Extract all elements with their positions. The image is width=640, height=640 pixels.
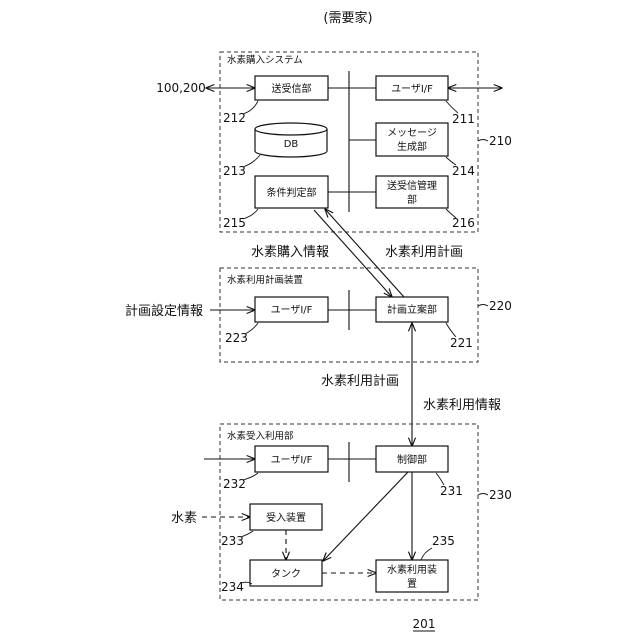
ref-231: 231	[440, 484, 463, 498]
flow-usage-plan-label-lower: 水素利用計画	[321, 373, 399, 389]
db-label: DB	[284, 139, 299, 150]
condition-label: 条件判定部	[267, 186, 317, 199]
message-gen-label-line1: メッセージ	[387, 127, 437, 139]
leader-214	[446, 157, 456, 165]
leader-230	[478, 494, 488, 496]
ref-211: 211	[452, 112, 475, 126]
figure-ref: 201	[413, 617, 436, 631]
tank-label: タンク	[271, 568, 301, 580]
ref-234: 234	[221, 580, 244, 594]
transceiver-label: 送受信部	[272, 82, 312, 95]
receive-user-if-label: ユーザI/F	[271, 454, 313, 466]
ref-223: 223	[225, 331, 248, 345]
receive-unit-title: 水素受入利用部	[227, 430, 294, 442]
control-tank-arrow	[323, 472, 408, 561]
ref-215: 215	[223, 216, 246, 230]
tx-mgmt-label-line2: 部	[407, 193, 417, 206]
ref-214: 214	[452, 164, 475, 178]
flow-purchase-info-label: 水素購入情報	[251, 245, 329, 260]
control-label: 制御部	[397, 453, 427, 466]
ref-210: 210	[489, 134, 512, 148]
leader-221	[446, 323, 456, 337]
flow-usage-info-label: 水素利用情報	[423, 398, 501, 413]
ref-212: 212	[223, 111, 246, 125]
planner-label: 計画立案部	[387, 303, 437, 316]
external-peer-label: 100,200	[156, 81, 206, 95]
plan-setting-input-label: 計画設定情報	[125, 303, 203, 319]
leader-220	[478, 305, 488, 307]
hydrogen-input-label: 水素	[171, 511, 197, 526]
purchase-system-title: 水素購入システム	[227, 54, 303, 66]
leader-216	[446, 209, 456, 218]
purchase-user-if-label: ユーザI/F	[391, 83, 433, 95]
ref-221: 221	[450, 336, 473, 350]
usage-device-label-line2: 置	[407, 578, 417, 590]
ref-213: 213	[223, 164, 246, 178]
ref-233: 233	[221, 534, 244, 548]
tx-mgmt-label-line1: 送受信管理	[387, 179, 437, 192]
leader-235	[421, 548, 432, 560]
ref-230: 230	[489, 488, 512, 502]
leader-210	[478, 140, 488, 142]
ref-232: 232	[223, 477, 246, 491]
plan-user-if-label: ユーザI/F	[271, 304, 313, 316]
usage-device-label-line1: 水素利用装	[387, 563, 437, 576]
ref-220: 220	[489, 299, 512, 313]
page-title: (需要家)	[323, 10, 372, 26]
receive-unit-group: 水素受入利用部 ユーザI/F 制御部 受入装置 水素 タンク 水素利用装 置 2…	[171, 424, 512, 600]
flow-usage-plan-label-upper: 水素利用計画	[385, 244, 463, 260]
message-gen-label-line2: 生成部	[397, 140, 427, 153]
receiver-label: 受入装置	[266, 511, 306, 524]
ref-235: 235	[432, 534, 455, 548]
plan-device-group: 水素利用計画装置 ユーザI/F 計画立案部 計画設定情報 223 221 220	[125, 268, 512, 362]
purchase-system-group: 水素購入システム 送受信部 ユーザI/F 100,200 DB メッセージ 生成…	[156, 52, 512, 232]
plan-device-title: 水素利用計画装置	[227, 274, 303, 286]
